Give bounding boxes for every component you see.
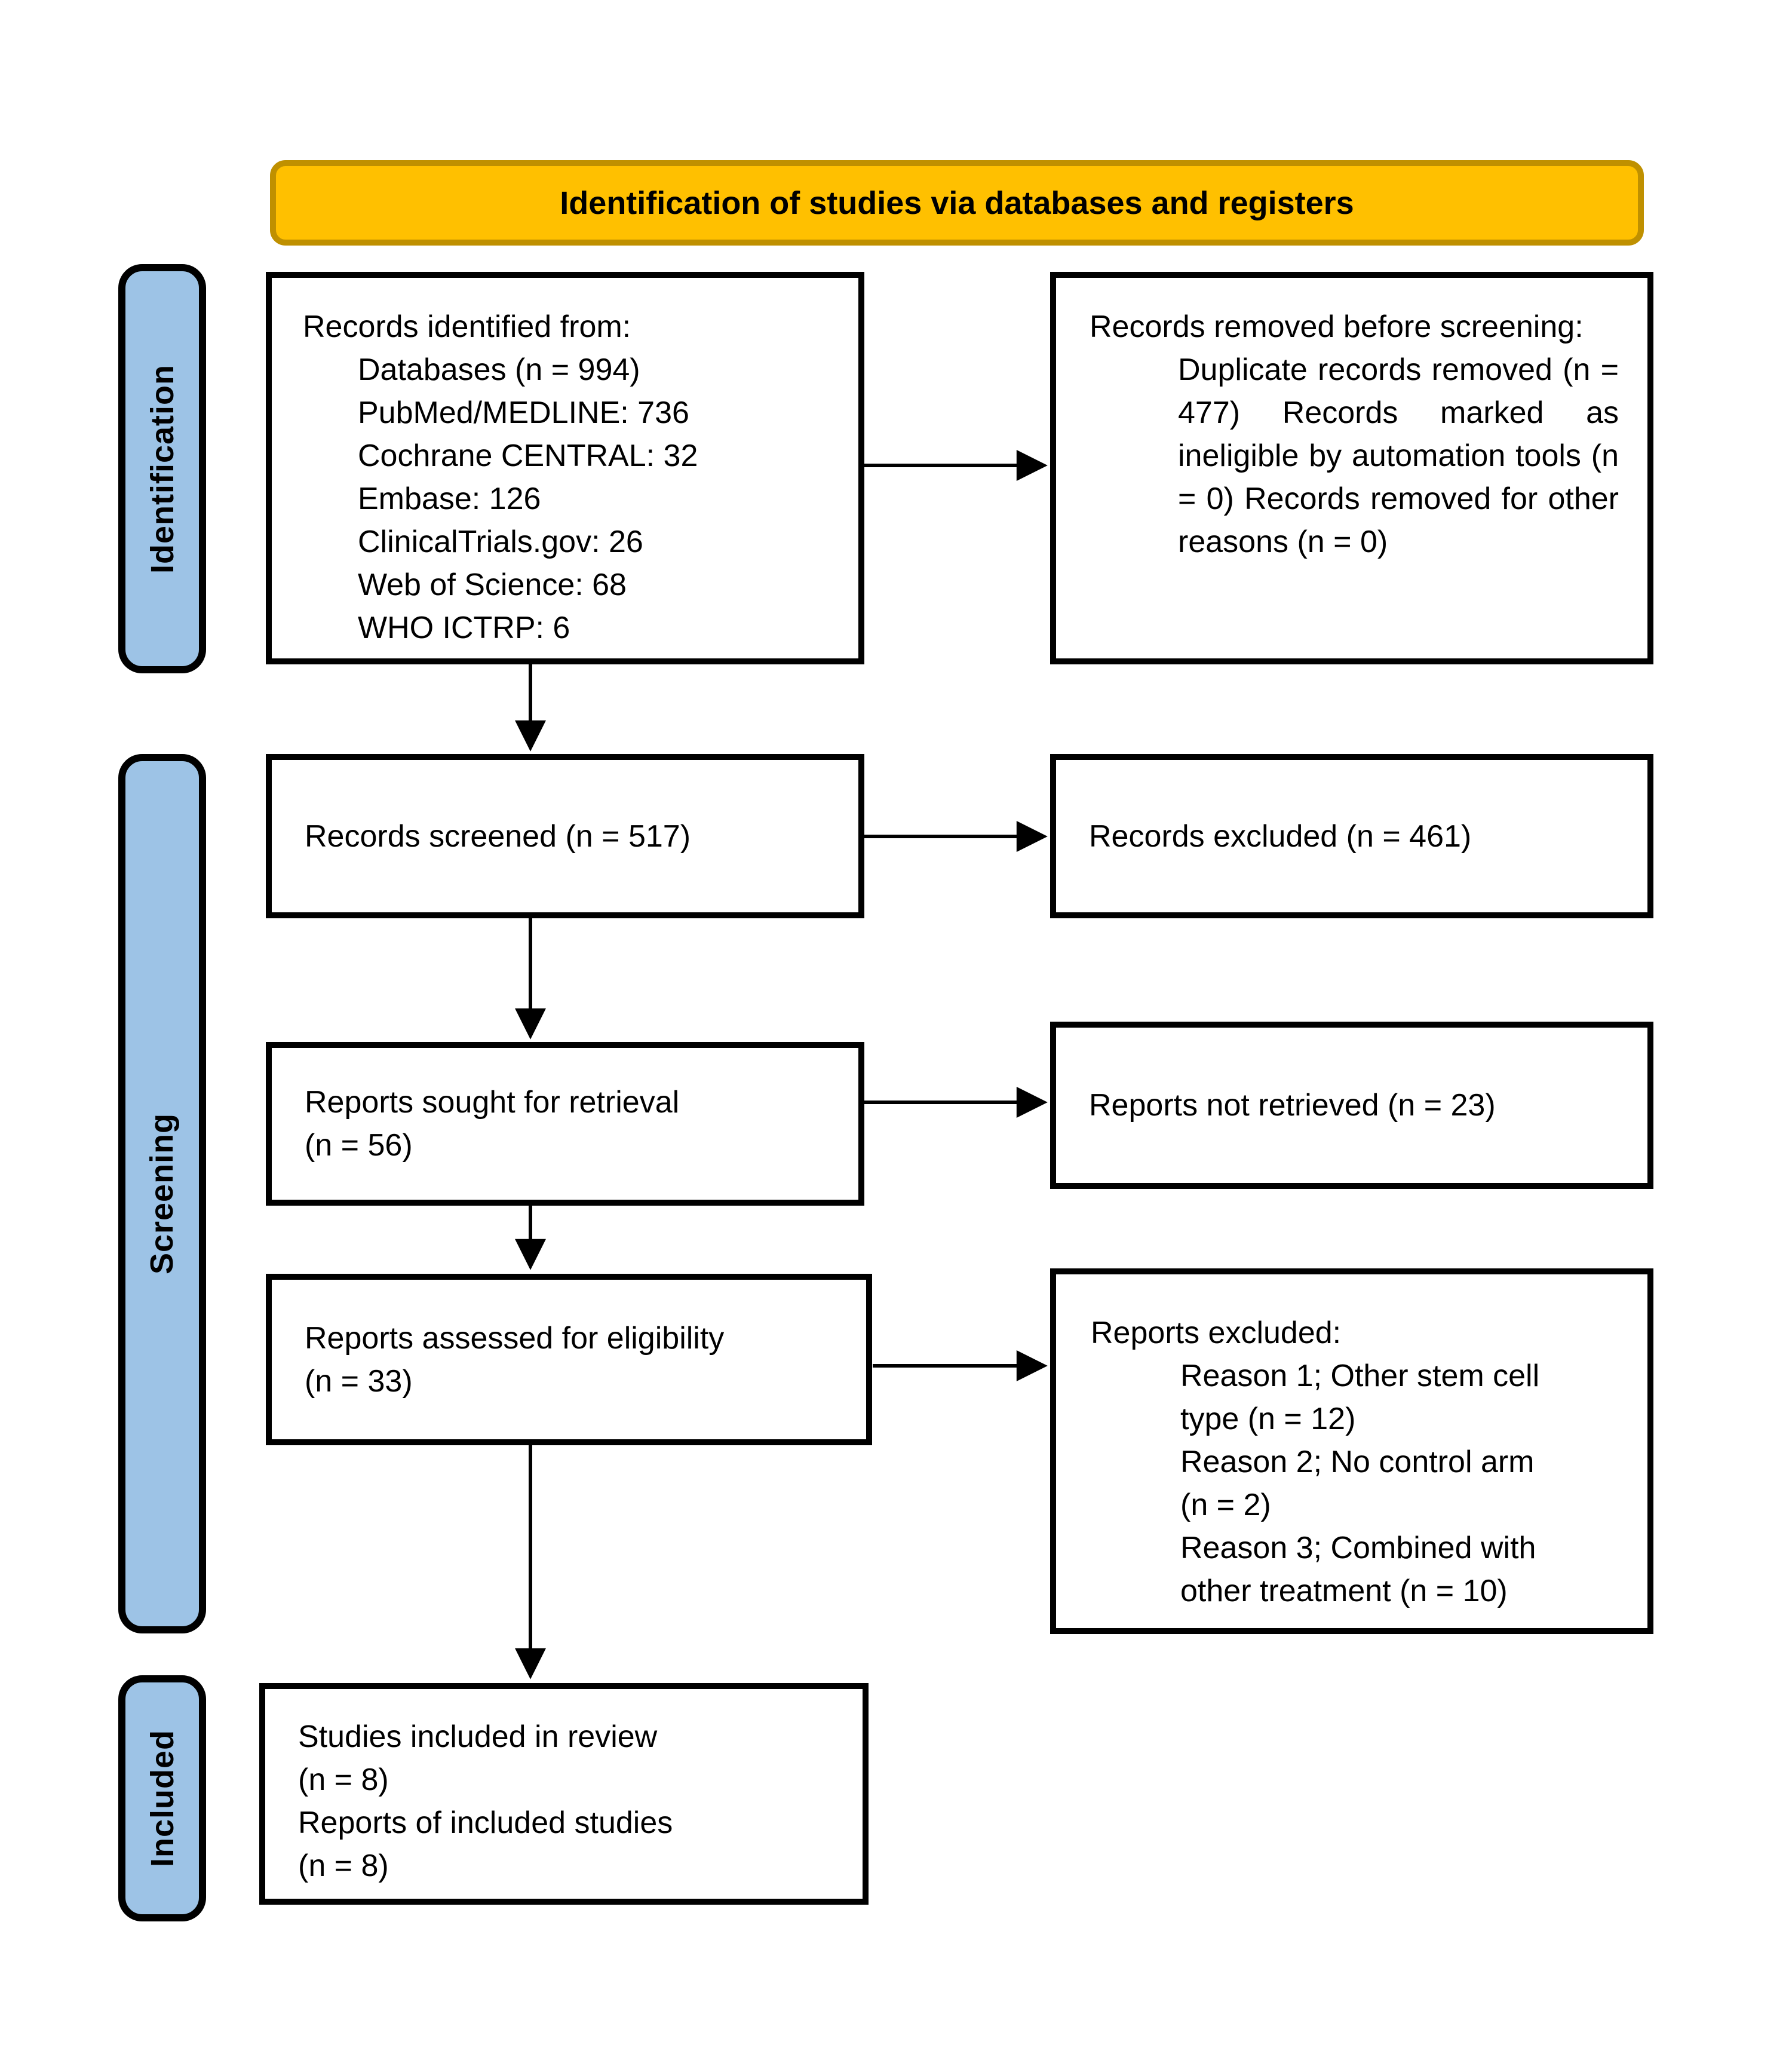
list-item: Embase: 126 — [358, 482, 541, 516]
records-screened-text: Records screened (n = 517) — [305, 819, 691, 854]
records-identified-heading: Records identified from: — [303, 309, 631, 344]
title-banner-label: Identification of studies via databases … — [560, 185, 1354, 221]
box-reports-assessed: Reports assessed for eligibility (n = 33… — [266, 1274, 872, 1445]
box-records-identified: Records identified from: Databases (n = … — [266, 272, 864, 664]
records-removed-heading: Records removed before screening: — [1090, 309, 1584, 344]
studies-included-line: (n = 8) — [298, 1849, 389, 1883]
reports-assessed-line1: Reports assessed for eligibility — [305, 1320, 725, 1356]
reports-assessed-line2: (n = 33) — [305, 1363, 413, 1399]
reason-line: other treatment (n = 10) — [1180, 1574, 1508, 1608]
reason-item: Reason 2; No control arm (n = 2) — [1180, 1440, 1619, 1526]
records-removed-detail: Duplicate records removed (n = 477) Reco… — [1178, 352, 1619, 559]
box-records-screened: Records screened (n = 517) — [266, 754, 864, 918]
box-reports-sought: Reports sought for retrieval (n = 56) — [266, 1042, 864, 1206]
reason-line: Reason 2; No control arm — [1180, 1445, 1535, 1479]
reason-item: Reason 3; Combined with other treatment … — [1180, 1526, 1619, 1613]
list-item: PubMed/MEDLINE: 736 — [358, 396, 689, 430]
box-records-removed: Records removed before screening: Duplic… — [1050, 272, 1653, 664]
list-item: Databases (n = 994) — [358, 352, 640, 387]
studies-included-line: Studies included in review — [298, 1719, 658, 1754]
reports-excluded-heading: Reports excluded: — [1091, 1316, 1342, 1350]
records-excluded-text: Records excluded (n = 461) — [1089, 819, 1472, 854]
box-studies-included: Studies included in review (n = 8) Repor… — [259, 1683, 869, 1905]
studies-included-line: Reports of included studies — [298, 1806, 673, 1840]
reports-sought-line1: Reports sought for retrieval — [305, 1085, 680, 1120]
box-reports-excluded: Reports excluded: Reason 1; Other stem c… — [1050, 1268, 1653, 1634]
list-item: Web of Science: 68 — [358, 568, 627, 602]
reports-sought-line2: (n = 56) — [305, 1128, 413, 1163]
stage-label-identification: Identification — [118, 264, 206, 673]
list-item: Cochrane CENTRAL: 32 — [358, 439, 698, 473]
reason-line: Reason 1; Other stem cell — [1180, 1359, 1540, 1393]
reason-line: (n = 2) — [1180, 1488, 1271, 1522]
reason-line: Reason 3; Combined with — [1180, 1531, 1536, 1565]
stage-label-included: Included — [118, 1675, 206, 1921]
stage-label-screening: Screening — [118, 754, 206, 1633]
box-records-excluded: Records excluded (n = 461) — [1050, 754, 1653, 918]
box-reports-not-retrieved: Reports not retrieved (n = 23) — [1050, 1022, 1653, 1189]
title-banner: Identification of studies via databases … — [270, 160, 1644, 246]
reports-not-retrieved-text: Reports not retrieved (n = 23) — [1089, 1088, 1496, 1123]
reason-item: Reason 1; Other stem cell type (n = 12) — [1180, 1354, 1619, 1440]
studies-included-line: (n = 8) — [298, 1762, 389, 1797]
records-identified-list: Databases (n = 994) PubMed/MEDLINE: 736 … — [358, 348, 834, 649]
list-item: ClinicalTrials.gov: 26 — [358, 525, 643, 559]
list-item: WHO ICTRP: 6 — [358, 611, 570, 645]
reason-line: type (n = 12) — [1180, 1402, 1356, 1436]
